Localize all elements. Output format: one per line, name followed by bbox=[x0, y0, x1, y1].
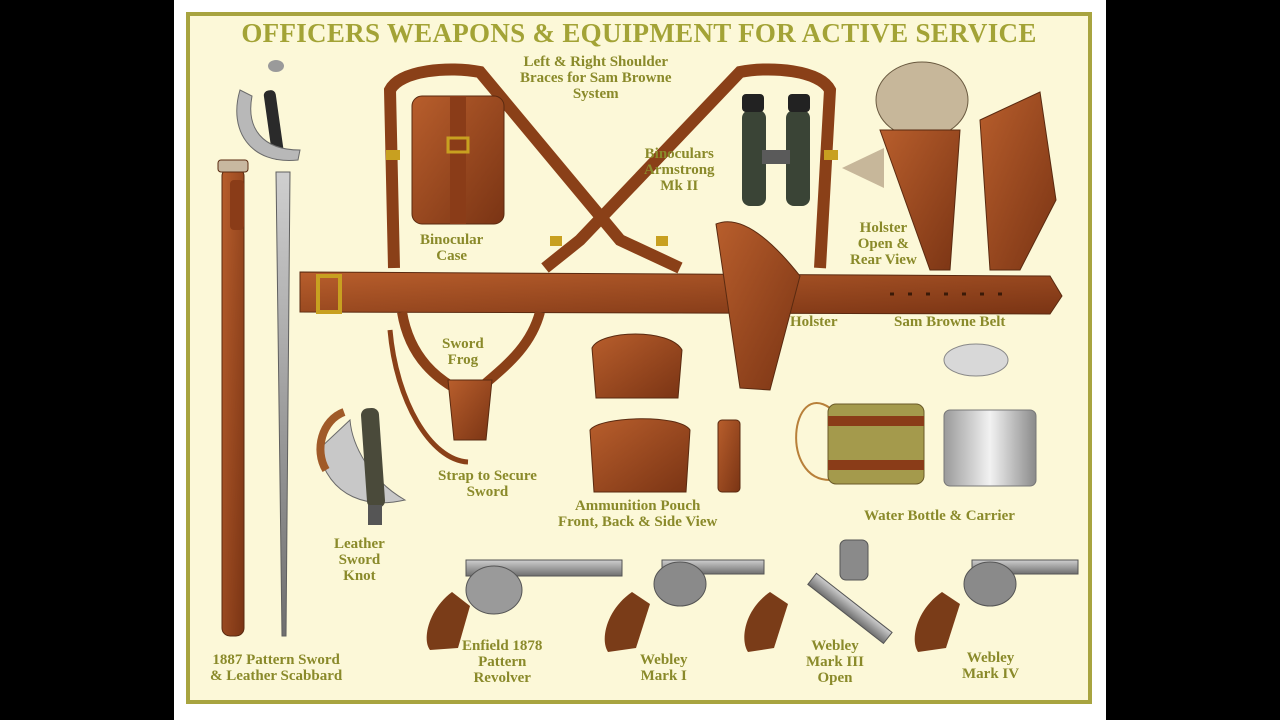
label-binocular-case: Binocular Case bbox=[420, 232, 484, 264]
label-webley-mark-iv: Webley Mark IV bbox=[962, 650, 1020, 682]
sword bbox=[236, 60, 301, 637]
leather-scabbard bbox=[217, 159, 249, 637]
sword-frog bbox=[387, 310, 545, 465]
label-binoculars: Binoculars Armstrong Mk II bbox=[644, 146, 715, 194]
webley-mark-iii bbox=[744, 539, 893, 652]
label-holster-views: Holster Open & Rear View bbox=[850, 220, 917, 268]
sword-knot bbox=[316, 407, 407, 525]
label-shoulder-braces: Left & Right Shoulder Braces for Sam Bro… bbox=[520, 54, 672, 102]
label-enfield: Enfield 1878 Pattern Revolver bbox=[462, 638, 543, 686]
label-sword-knot: Leather Sword Knot bbox=[334, 536, 385, 584]
enfield-revolver bbox=[426, 559, 623, 650]
label-holster: Holster bbox=[790, 314, 838, 330]
shoulder-brace-buckles bbox=[386, 150, 838, 246]
label-strap-secure-sword: Strap to Secure Sword bbox=[438, 468, 537, 500]
label-webley-mark-iii: Webley Mark III Open bbox=[806, 638, 864, 686]
webley-mark-i bbox=[604, 559, 765, 652]
poster-title: OFFICERS WEAPONS & EQUIPMENT FOR ACTIVE … bbox=[241, 18, 1037, 48]
label-sam-browne-belt: Sam Browne Belt bbox=[894, 314, 1006, 330]
holster-open-rear bbox=[842, 61, 1057, 271]
label-sword-frog: Sword Frog bbox=[442, 336, 484, 368]
shoulder-braces bbox=[383, 63, 837, 274]
binocular-case bbox=[411, 95, 505, 225]
label-ammunition-pouch: Ammunition Pouch Front, Back & Side View bbox=[558, 498, 718, 530]
label-water-bottle: Water Bottle & Carrier bbox=[864, 508, 1015, 524]
label-webley-mark-i: Webley Mark I bbox=[640, 652, 688, 684]
water-bottle-carrier bbox=[795, 343, 1037, 487]
webley-mark-iv bbox=[914, 559, 1079, 652]
sam-browne-belt bbox=[299, 271, 1063, 315]
ammunition-pouch bbox=[589, 333, 741, 493]
binoculars bbox=[742, 94, 810, 206]
holster bbox=[715, 221, 801, 391]
label-sword-scabbard: 1887 Pattern Sword & Leather Scabbard bbox=[210, 652, 343, 684]
